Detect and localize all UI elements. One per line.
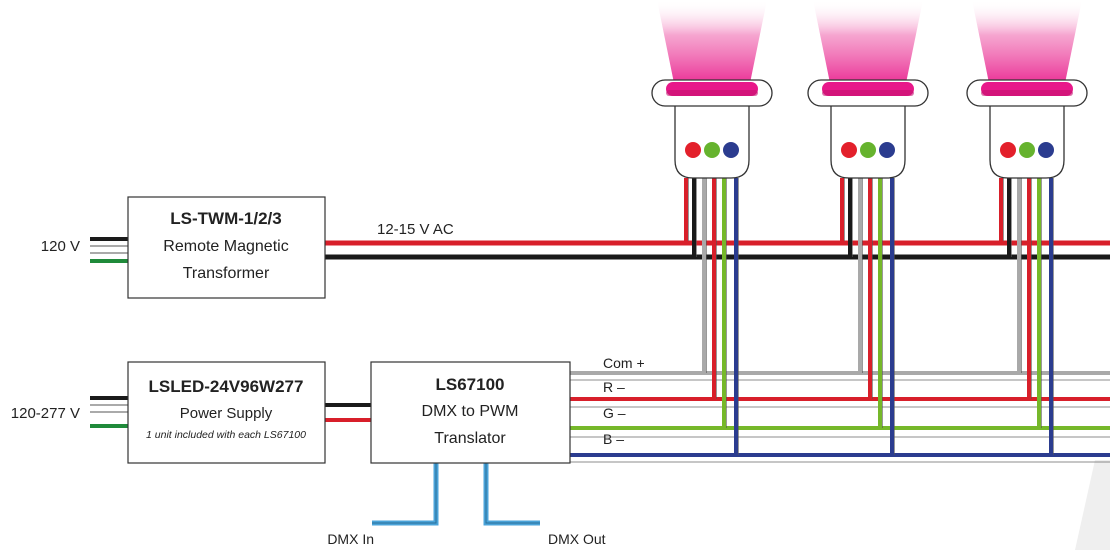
power-supply-note: 1 unit included with each LS67100	[146, 429, 306, 441]
transformer-box	[127, 196, 326, 299]
transformer-line2: Transformer	[183, 265, 270, 282]
led-dot	[879, 142, 895, 158]
translator-line1: DMX to PWM	[422, 403, 519, 420]
fixture-body	[830, 103, 906, 179]
led-dot	[723, 142, 739, 158]
led-dot	[685, 142, 701, 158]
led-dot	[1019, 142, 1035, 158]
power-supply-block: LSLED-24V96W277 Power Supply 1 unit incl…	[11, 361, 326, 464]
light-beam	[813, 0, 923, 88]
transformer-block: LS-TWM-1/2/3 Remote Magnetic Transformer…	[41, 196, 454, 299]
dmx-out-cable	[483, 463, 540, 526]
translator-title: LS67100	[436, 375, 505, 394]
transformer-title: LS-TWM-1/2/3	[170, 209, 281, 228]
fixture-3	[966, 0, 1088, 455]
light-beam	[972, 0, 1082, 88]
power-supply-box	[127, 361, 326, 464]
power-supply-line1: Power Supply	[180, 405, 273, 422]
fixture-body	[674, 103, 750, 179]
led-dot	[704, 142, 720, 158]
channel-label-g: G –	[603, 405, 626, 421]
power-supply-title: LSLED-24V96W277	[149, 377, 304, 396]
watermark-shape	[1075, 460, 1110, 550]
channel-label-b: B –	[603, 431, 624, 447]
channel-label-r: R –	[603, 379, 625, 395]
translator-line2: Translator	[434, 430, 506, 447]
fixture-lens-shade	[981, 90, 1073, 96]
led-dot	[860, 142, 876, 158]
dmx-in-cable	[372, 463, 439, 526]
translator-box	[370, 361, 571, 464]
dmx-out-label: DMX Out	[548, 531, 606, 547]
dmx-in-cable-edge	[372, 463, 437, 524]
fixture-1	[651, 0, 773, 455]
fixture-body	[989, 103, 1065, 179]
fixture-lens-shade	[822, 90, 914, 96]
dmx-out-cable-edge	[485, 463, 540, 524]
led-dot	[1038, 142, 1054, 158]
transformer-line1: Remote Magnetic	[163, 238, 288, 255]
transformer-input-voltage: 120 V	[41, 238, 80, 255]
led-dot	[1000, 142, 1016, 158]
channel-label-com: Com +	[603, 355, 645, 371]
light-beam	[657, 0, 767, 88]
fixture-lens-shade	[666, 90, 758, 96]
fixtures-group	[651, 0, 1088, 455]
transformer-output-label: 12-15 V AC	[377, 221, 454, 238]
translator-block: LS67100 DMX to PWM Translator	[370, 361, 571, 464]
power-supply-input-voltage: 120-277 V	[11, 405, 80, 422]
led-dot	[841, 142, 857, 158]
dmx-in-label: DMX In	[327, 531, 374, 547]
fixture-2	[807, 0, 929, 455]
